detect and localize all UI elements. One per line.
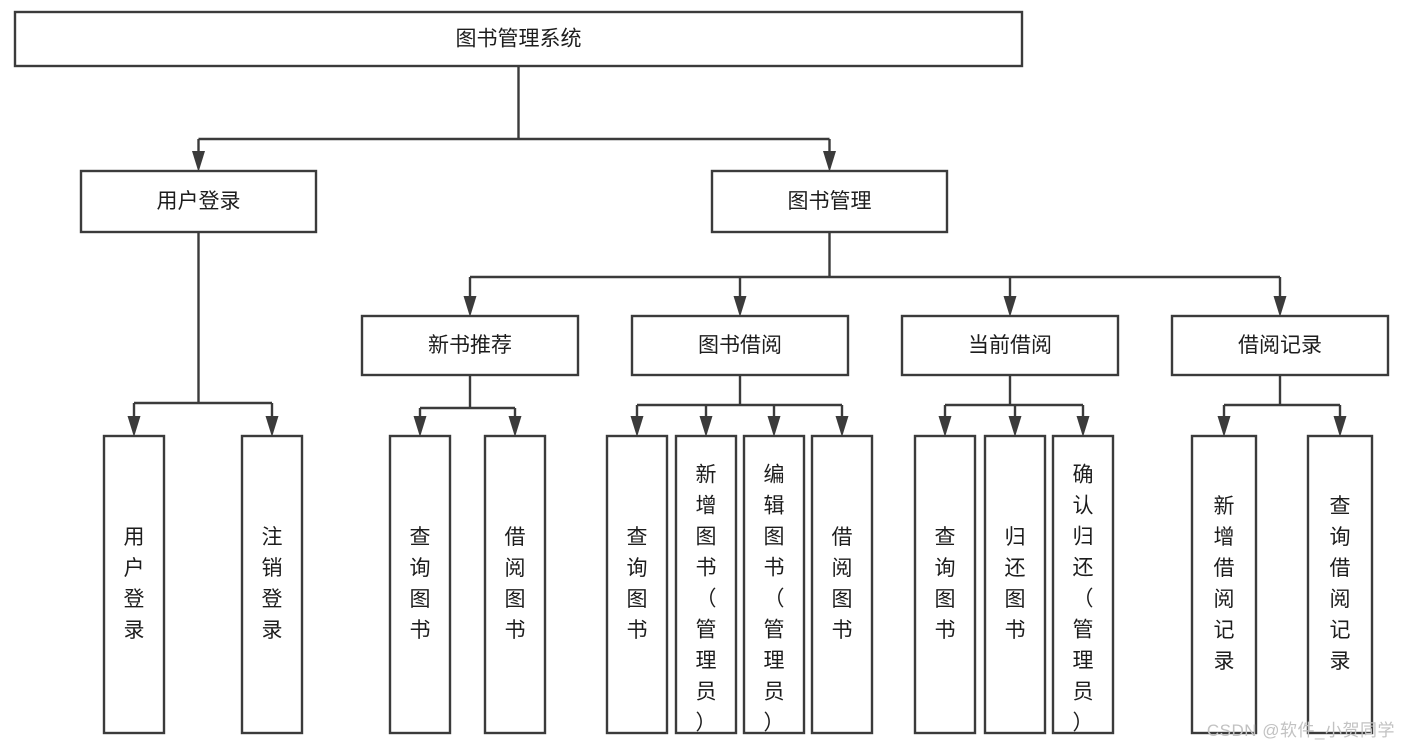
- arrow-head-icon: [192, 151, 205, 172]
- node-leaf-user-login-label: 用户登录: [124, 526, 145, 642]
- node-leaf-borrow-book-1-box: [483, 434, 547, 735]
- node-leaf-query-book-1-box: [388, 434, 452, 735]
- node-leaf-query-record[interactable]: 查询借阅记录: [1306, 434, 1374, 735]
- node-leaf-add-record-label: 新增借阅记录: [1214, 495, 1235, 673]
- node-leaf-query-book-3-label: 查询图书: [935, 526, 956, 642]
- arrow-head-icon: [413, 416, 427, 437]
- node-borrow-record-label: 借阅记录: [1238, 334, 1322, 357]
- node-leaf-edit-book-box: [742, 434, 806, 735]
- node-user-login-box: [79, 169, 318, 234]
- node-user-login[interactable]: 用户登录: [79, 169, 318, 234]
- node-current-borrow[interactable]: 当前借阅: [900, 314, 1120, 377]
- node-leaf-query-book-2-label: 查询图书: [627, 526, 648, 642]
- node-current-borrow-label: 当前借阅: [968, 334, 1052, 357]
- arrow-head-icon: [938, 416, 952, 437]
- node-leaf-add-record-box: [1190, 434, 1258, 735]
- connector-group-bookborrow_to_leaves: [630, 375, 849, 437]
- node-book-borrow-box: [630, 314, 850, 377]
- connector-group-borrowrecord_to_leaves: [1217, 375, 1347, 437]
- node-leaf-query-book-1-label: 查询图书: [410, 526, 431, 642]
- node-book-manage-box: [710, 169, 949, 234]
- node-borrow-record-box: [1170, 314, 1390, 377]
- connector-layer: [127, 66, 1347, 437]
- node-borrow-record[interactable]: 借阅记录: [1170, 314, 1390, 377]
- connector-group-currentborrow_to_leaves: [938, 375, 1090, 437]
- node-leaf-borrow-book-2-box: [810, 434, 874, 735]
- node-leaf-add-book-box: [674, 434, 738, 735]
- node-root-label: 图书管理系统: [456, 28, 582, 51]
- arrow-head-icon: [1008, 416, 1022, 437]
- node-leaf-return-book-box: [983, 434, 1047, 735]
- arrow-head-icon: [767, 416, 781, 437]
- node-leaf-query-book-3-box: [913, 434, 977, 735]
- node-book-borrow[interactable]: 图书借阅: [630, 314, 850, 377]
- node-leaf-query-record-box: [1306, 434, 1374, 735]
- node-leaf-confirm-return[interactable]: 确认归还（管理员）: [1051, 434, 1115, 735]
- node-book-manage[interactable]: 图书管理: [710, 169, 949, 234]
- connector-group-newbookrec_to_leaves: [413, 375, 522, 437]
- node-user-login-label: 用户登录: [157, 190, 241, 213]
- arrow-head-icon: [699, 416, 713, 437]
- node-leaf-add-record[interactable]: 新增借阅记录: [1190, 434, 1258, 735]
- node-leaf-user-login[interactable]: 用户登录: [102, 434, 166, 735]
- node-leaf-borrow-book-1[interactable]: 借阅图书: [483, 434, 547, 735]
- node-leaf-user-logout-label: 注销登录: [262, 526, 283, 642]
- arrow-head-icon: [127, 416, 141, 437]
- node-book-manage-label: 图书管理: [788, 190, 872, 213]
- node-layer: 图书管理系统用户登录图书管理新书推荐图书借阅当前借阅借阅记录用户登录注销登录查询…: [13, 10, 1390, 735]
- node-root-box: [13, 10, 1024, 68]
- node-new-book-rec-label: 新书推荐: [428, 334, 512, 357]
- arrow-head-icon: [1003, 296, 1017, 317]
- node-leaf-add-book-label: 新增图书（管理员）: [696, 463, 717, 734]
- arrow-head-icon: [630, 416, 644, 437]
- node-leaf-query-book-3[interactable]: 查询图书: [913, 434, 977, 735]
- node-leaf-borrow-book-2[interactable]: 借阅图书: [810, 434, 874, 735]
- arrow-head-icon: [1273, 296, 1287, 317]
- node-leaf-return-book-label: 归还图书: [1005, 526, 1026, 642]
- arrow-head-icon: [1076, 416, 1090, 437]
- node-leaf-user-logout-box: [240, 434, 304, 735]
- node-leaf-add-book[interactable]: 新增图书（管理员）: [674, 434, 738, 735]
- node-leaf-edit-book-label: 编辑图书（管理员）: [764, 463, 785, 734]
- node-leaf-edit-book[interactable]: 编辑图书（管理员）: [742, 434, 806, 735]
- node-leaf-confirm-return-box: [1051, 434, 1115, 735]
- node-leaf-query-record-label: 查询借阅记录: [1330, 495, 1351, 673]
- arrow-head-icon: [823, 151, 836, 172]
- connector-group-root_to_l1: [192, 66, 836, 172]
- arrow-head-icon: [1333, 416, 1347, 437]
- node-leaf-user-login-box: [102, 434, 166, 735]
- node-leaf-borrow-book-1-label: 借阅图书: [505, 526, 526, 642]
- node-current-borrow-box: [900, 314, 1120, 377]
- node-leaf-query-book-2[interactable]: 查询图书: [605, 434, 669, 735]
- arrow-head-icon: [265, 416, 279, 437]
- node-book-borrow-label: 图书借阅: [698, 334, 782, 357]
- node-leaf-user-logout[interactable]: 注销登录: [240, 434, 304, 735]
- arrow-head-icon: [508, 416, 522, 437]
- node-leaf-query-book-2-box: [605, 434, 669, 735]
- node-leaf-confirm-return-label: 确认归还（管理员）: [1073, 463, 1094, 734]
- arrow-head-icon: [733, 296, 747, 317]
- arrow-head-icon: [463, 296, 477, 317]
- node-root[interactable]: 图书管理系统: [13, 10, 1024, 68]
- node-leaf-query-book-1[interactable]: 查询图书: [388, 434, 452, 735]
- node-leaf-borrow-book-2-label: 借阅图书: [832, 526, 853, 642]
- node-new-book-rec-box: [360, 314, 580, 377]
- node-leaf-return-book[interactable]: 归还图书: [983, 434, 1047, 735]
- connector-group-bookmanage_to_l2: [463, 232, 1287, 317]
- arrow-head-icon: [1217, 416, 1231, 437]
- connector-group-userlogin_to_leaves: [127, 232, 279, 437]
- arrow-head-icon: [835, 416, 849, 437]
- node-new-book-rec[interactable]: 新书推荐: [360, 314, 580, 377]
